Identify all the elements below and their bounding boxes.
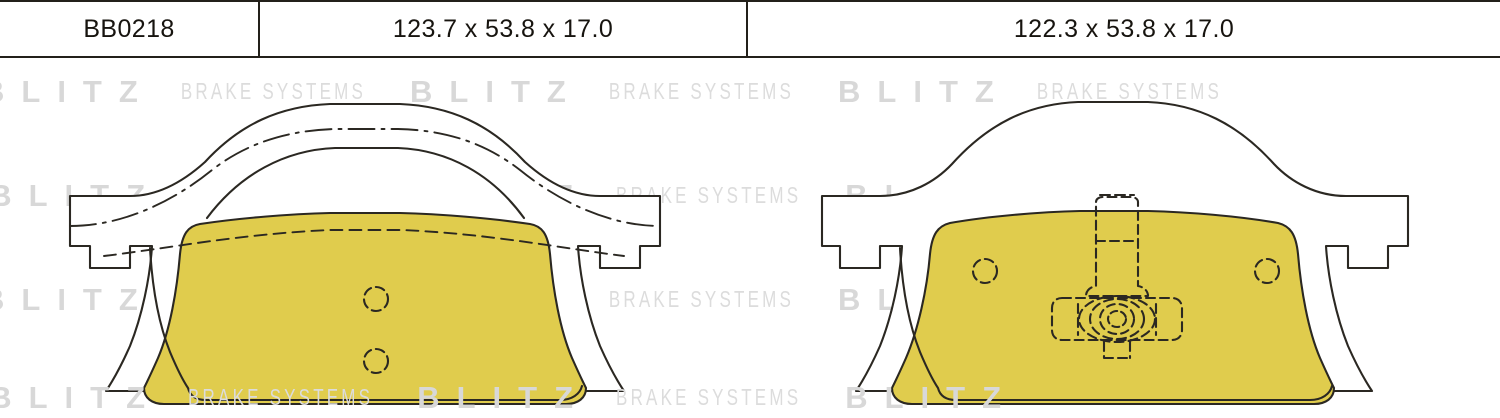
sensor-ring-inner [1098,302,1136,336]
header-cell-dimensions-left: 123.7 x 53.8 x 17.0 [260,2,748,56]
watermark-row: BRAKE SYSTEMS BLITZ BRAKE SYSTEMS BLITZ … [0,178,1400,214]
left-pad-rivet-hole [362,347,390,375]
left-pad-friction-material [142,211,588,406]
watermark-tagline: BRAKE SYSTEMS [608,78,795,105]
left-pad-backing-plate [68,102,662,393]
watermark-row: BRAKE SYSTEMS BLITZ BRAKE SYSTEMS BLITZ … [0,380,1400,416]
sensor-body-outline [1084,195,1150,298]
header-cell-dimensions-right: 122.3 x 53.8 x 17.0 [1013,14,1235,43]
pad-drawings [0,58,1500,418]
watermark-tagline: BRAKE SYSTEMS [188,384,374,411]
sensor-ring-outer [1077,294,1157,344]
watermark-tagline: BRAKE SYSTEMS [616,384,802,411]
watermark-brand: BLITZ [417,178,591,213]
left-pad-top-dashed-line [103,229,625,257]
left-pad-hump-centerline [69,128,661,227]
spec-header-table: BB0218 123.7 x 53.8 x 17.0 122.3 x 53.8 … [0,0,1500,58]
left-pad-group [68,102,662,406]
left-pad-plate-inner-edge [148,246,584,402]
watermark-brand: BLITZ [0,74,155,109]
watermark-brand: BLITZ [410,74,583,109]
right-pad-rivet-hole [971,257,999,285]
watermark-tagline: BRAKE SYSTEMS [1036,286,1223,313]
sensor-lower-stem [1102,340,1132,360]
watermark-tagline: BRAKE SYSTEMS [616,182,802,209]
watermark-brand: BLITZ [845,178,1019,213]
watermark-row: BLITZ BRAKE SYSTEMS BLITZ BRAKE SYSTEMS … [0,74,1500,110]
watermark-brand: BLITZ [838,74,1011,109]
watermark-tagline: BRAKE SYSTEMS [180,78,367,105]
watermark-brand: BLITZ [417,380,591,415]
header-cell-part-number: BB0218 [0,2,260,56]
sensor-ring-mid [1088,297,1146,341]
watermark-tagline: BRAKE SYSTEMS [180,286,367,313]
sensor-ring-core [1106,309,1128,329]
watermark-row: BLITZ BRAKE SYSTEMS BLITZ BRAKE SYSTEMS … [0,282,1500,318]
watermark-tagline: BRAKE SYSTEMS [608,286,795,313]
right-pad-plate-inner-edge [898,246,1334,402]
left-pad-rivet-hole [362,285,390,313]
right-pad-backing-plate [820,100,1410,393]
sensor-base-plate [1050,296,1184,342]
right-pad-rivet-hole [1253,257,1281,285]
watermark-brand: BLITZ [0,178,163,213]
left-pad-hump-outline [205,146,526,220]
watermark-brand: BLITZ [0,380,163,415]
watermark-tagline: BRAKE SYSTEMS [1036,78,1223,105]
watermark-brand: BLITZ [838,282,1011,317]
right-pad-group [820,100,1410,406]
watermark-tagline: BRAKE SYSTEMS [188,182,374,209]
watermark-brand: BLITZ [410,282,583,317]
right-pad-friction-material [890,209,1336,406]
watermark-brand: BLITZ [845,380,1019,415]
watermark-brand: BLITZ [0,282,155,317]
